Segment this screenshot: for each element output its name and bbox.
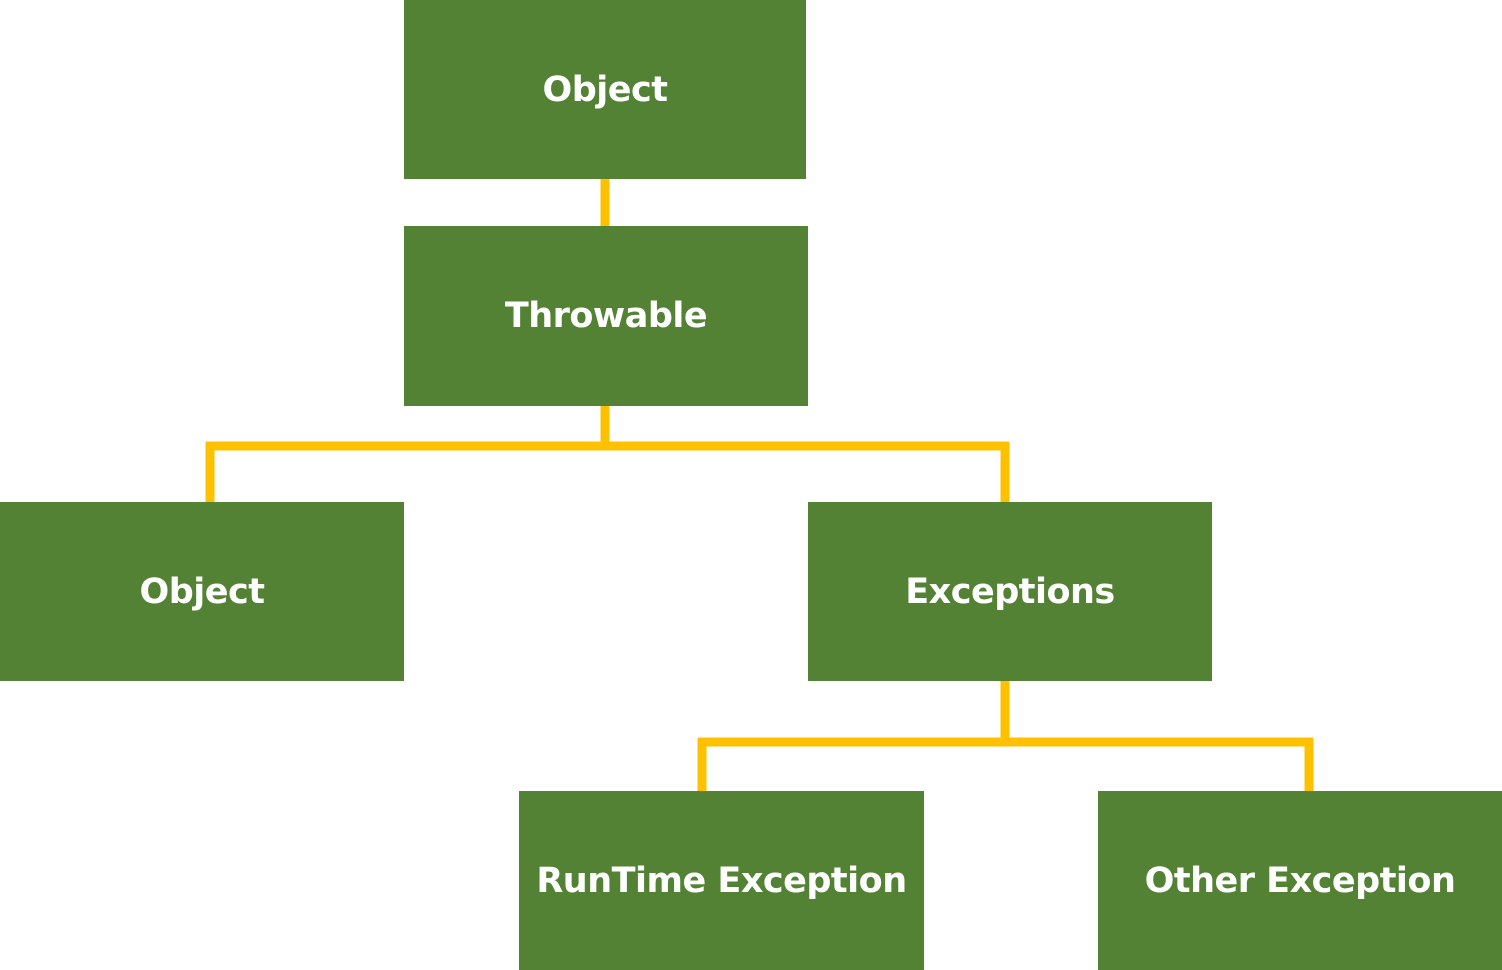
node-object-left: Object bbox=[0, 502, 404, 681]
node-label: Object bbox=[542, 69, 668, 110]
node-label: RunTime Exception bbox=[536, 860, 907, 901]
node-label: Exceptions bbox=[905, 571, 1115, 612]
node-exceptions: Exceptions bbox=[808, 502, 1212, 681]
node-other-exception: Other Exception bbox=[1098, 791, 1502, 970]
node-throwable: Throwable bbox=[404, 226, 808, 406]
node-label: Other Exception bbox=[1144, 860, 1456, 901]
node-object-top: Object bbox=[404, 0, 806, 179]
node-label: Object bbox=[139, 571, 265, 612]
node-runtime-exception: RunTime Exception bbox=[519, 791, 924, 970]
node-label: Throwable bbox=[504, 296, 708, 336]
